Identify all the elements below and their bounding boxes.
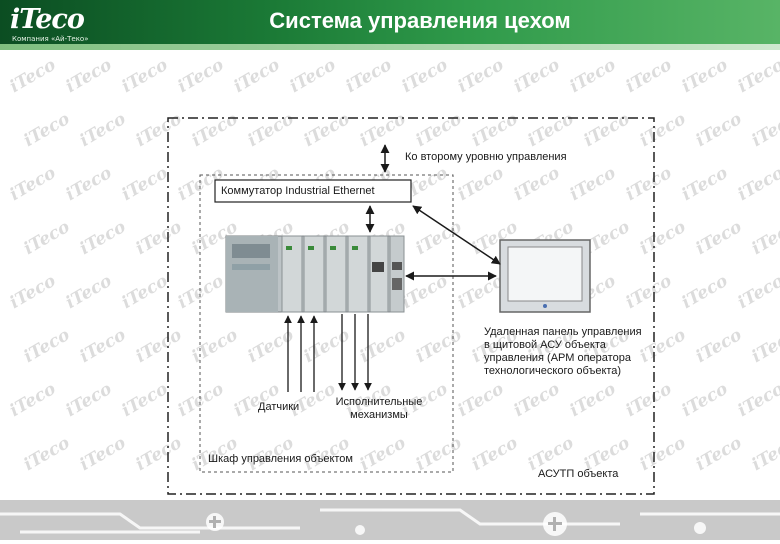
switch-box <box>214 179 412 203</box>
actuators-label: Исполнительные механизмы <box>335 396 423 421</box>
hmi-panel <box>499 239 591 313</box>
switch-panel-arrow <box>412 205 501 265</box>
panel-label: Удаленная панель управления в щитовой АС… <box>484 326 642 377</box>
logo-text: iTeco <box>10 4 85 35</box>
sensors-label: Датчики <box>258 401 300 413</box>
plc-rack <box>225 235 405 313</box>
cabinet-boundary <box>199 174 454 473</box>
company-logo: iTeco Компания «Ай-Теко» <box>10 4 120 46</box>
header-bar: iTeco Компания «Ай-Теко» Система управле… <box>0 0 780 50</box>
apcs-boundary <box>167 117 655 495</box>
circuit-pattern <box>0 508 780 536</box>
apcs-label: АСУТП объекта <box>538 468 619 480</box>
footer-circuit-decoration <box>0 500 780 540</box>
switch-label: Коммутатор Industrial Ethernet <box>221 185 375 197</box>
page-title: Система управления цехом <box>269 8 571 33</box>
logo-subtitle: Компания «Ай-Теко» <box>12 35 89 43</box>
cabinet-label: Шкаф управления объектом <box>208 453 353 465</box>
second-level-label: Ко второму уровню управления <box>405 151 567 163</box>
